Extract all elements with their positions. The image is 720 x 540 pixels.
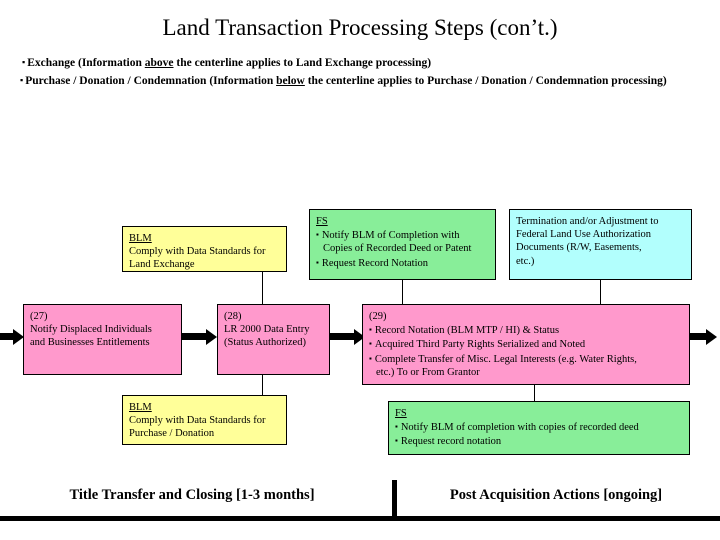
box-fs-notify-completion[interactable]: FS ▪Notify BLM of Completion with Copies… [309, 209, 496, 280]
box-line: Notify Displaced Individuals [30, 324, 152, 336]
box-header-blm: BLM [129, 402, 152, 413]
box-list-item: ▪Request Record Notation [316, 256, 490, 270]
box-line: Comply with Data Standards for [129, 415, 266, 427]
box-list-item-text: Complete Transfer of Misc. Legal Interes… [374, 353, 637, 365]
box-list-item: ▪Record Notation (BLM MTP / HI) & Status [369, 323, 684, 337]
connector-termination-to-step29 [600, 280, 601, 304]
arrow-into-step27-shaft [0, 333, 14, 340]
box-line: Documents (R/W, Easements, [516, 242, 642, 254]
box-header-blm: BLM [129, 233, 152, 244]
box-step-27[interactable]: (27) Notify Displaced Individuals and Bu… [23, 304, 182, 375]
box-list-item: ▪Notify BLM of Completion with [316, 228, 490, 242]
phase-baseline [0, 516, 720, 521]
box-list-item-text: Record Notation (BLM MTP / HI) & Status [374, 325, 560, 337]
box-step-number: (27) [30, 311, 48, 322]
arrow-step28-to-step29-shaft [330, 333, 356, 340]
box-line: (Status Authorized) [224, 337, 306, 349]
box-fs-recorded-deed[interactable]: FS ▪Notify BLM of completion with copies… [388, 401, 690, 455]
box-blm-exchange[interactable]: BLM Comply with Data Standards for Land … [122, 226, 287, 272]
box-line: and Businesses Entitlements [30, 337, 150, 349]
bullet-dot-icon: ▪ [395, 422, 398, 432]
legend-text-post: the centerline applies to Purchase / Don… [304, 75, 667, 87]
bullet-dot-icon: ▪ [395, 436, 398, 446]
legend-emphasis-above: above [144, 57, 174, 69]
box-list-item: ▪Notify BLM of completion with copies of… [395, 420, 684, 434]
connector-fs-completion-to-step29 [402, 280, 403, 304]
box-list-item: ▪Acquired Third Party Rights Serialized … [369, 337, 684, 351]
legend-text-pre: Exchange (Information [27, 57, 145, 69]
page-title: Land Transaction Processing Steps (con’t… [162, 15, 558, 40]
box-step-29[interactable]: (29) ▪Record Notation (BLM MTP / HI) & S… [362, 304, 690, 385]
arrow-step28-to-step29-head [354, 329, 365, 345]
box-line: etc.) [516, 255, 535, 267]
box-list-item-continuation: Copies of Recorded Deed or Patent [323, 243, 472, 255]
arrow-out-of-step29-head [706, 329, 717, 345]
box-list-item: ▪Request record notation [395, 434, 684, 448]
legend-bullet-exchange: ▪Exchange (Information above the centerl… [16, 54, 716, 72]
bullet-dot-icon: ▪ [316, 257, 319, 267]
box-line: Termination and/or Adjustment to [516, 216, 659, 227]
bullet-dot-icon: ▪ [20, 75, 24, 85]
bullet-dot-icon: ▪ [316, 230, 319, 240]
box-header-fs: FS [395, 408, 407, 419]
box-line: Federal Land Use Authorization [516, 229, 652, 241]
connector-blm-exchange-to-step28 [262, 272, 263, 304]
arrow-out-of-step29-shaft [690, 333, 708, 340]
box-step-number: (29) [369, 311, 387, 322]
box-step-28[interactable]: (28) LR 2000 Data Entry (Status Authoriz… [217, 304, 330, 375]
box-list-item-text: Acquired Third Party Rights Serialized a… [374, 339, 586, 351]
phase-divider [392, 480, 397, 516]
bullet-dot-icon: ▪ [22, 57, 26, 67]
box-line: Purchase / Donation [129, 428, 215, 440]
box-list-item: ▪Complete Transfer of Misc. Legal Intere… [369, 352, 684, 366]
legend-emphasis-below: below [276, 75, 305, 87]
box-list-item-text: Request record notation [400, 436, 502, 448]
legend-text-pre: Purchase / Donation / Condemnation (Info… [25, 75, 277, 87]
box-list-item-text: Request Record Notation [321, 257, 428, 269]
box-step-number: (28) [224, 311, 242, 322]
arrow-step27-to-step28-shaft [182, 333, 208, 340]
legend-bullet-list: ▪Exchange (Information above the centerl… [16, 54, 716, 90]
arrow-step27-to-step28-head [206, 329, 217, 345]
bullet-dot-icon: ▪ [369, 339, 372, 349]
box-list-item-text: Notify BLM of Completion with [321, 230, 460, 242]
box-termination-adjustment[interactable]: Termination and/or Adjustment to Federal… [509, 209, 692, 280]
box-line: LR 2000 Data Entry [224, 324, 310, 336]
box-list-item-continuation: etc.) To or From Grantor [376, 366, 480, 378]
connector-step28-to-blm-purchase [262, 375, 263, 395]
legend-text-post: the centerline applies to Land Exchange … [173, 57, 432, 69]
arrow-into-step27-head [13, 329, 24, 345]
caption-title-transfer: Title Transfer and Closing [1-3 months] [69, 487, 315, 503]
box-line: Comply with Data Standards for [129, 246, 266, 258]
bullet-dot-icon: ▪ [369, 353, 372, 363]
box-list-item-text: Notify BLM of completion with copies of … [400, 422, 639, 434]
box-line: Land Exchange [129, 259, 195, 271]
legend-bullet-purchase: ▪Purchase / Donation / Condemnation (Inf… [16, 72, 716, 90]
caption-post-acquisition: Post Acquisition Actions [ongoing] [449, 487, 663, 503]
connector-step29-to-fs-recorded [534, 385, 535, 401]
box-blm-purchase[interactable]: BLM Comply with Data Standards for Purch… [122, 395, 287, 445]
box-header-fs: FS [316, 216, 328, 227]
bullet-dot-icon: ▪ [369, 325, 372, 335]
